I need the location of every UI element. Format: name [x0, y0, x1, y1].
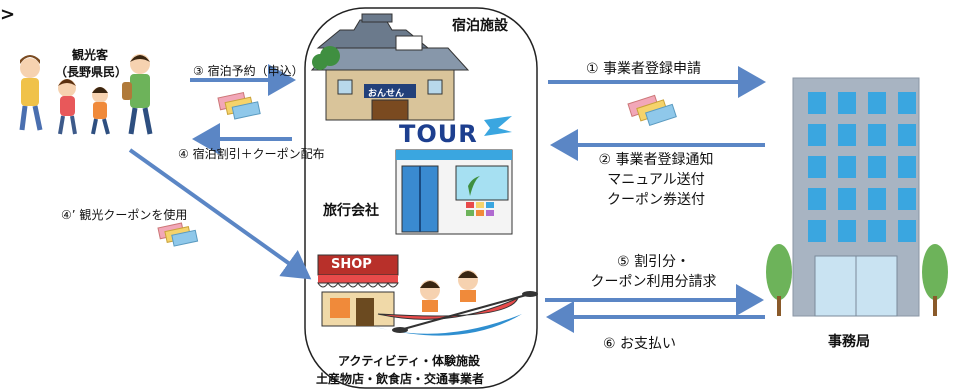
tourists-label-line1: 観光客: [71, 48, 108, 62]
office-window: [808, 188, 826, 210]
step3-label: ③ 宿泊予約（申込）: [193, 64, 304, 78]
office-window: [868, 124, 886, 146]
shop-illustration: [317, 254, 399, 327]
office-window: [868, 188, 886, 210]
shop-sign: SHOP: [331, 257, 372, 272]
office-window: [898, 124, 916, 146]
step4b-label: ④’ 観光クーポンを使用: [61, 208, 188, 222]
tourists-illustration: [19, 54, 153, 135]
office-window: [898, 156, 916, 178]
travel-agency-illustration: [395, 116, 513, 235]
step5-label: ⑤ 割引分・ クーポン利用分請求: [566, 252, 741, 292]
step6-label: ⑥ お支払い: [603, 336, 677, 352]
office-window: [868, 156, 886, 178]
office-window: [838, 124, 856, 146]
tree-right: [922, 244, 948, 316]
office-window: [838, 188, 856, 210]
step5-label-line1: ⑤ 割引分・: [616, 254, 690, 270]
coupon-tickets-right: [627, 94, 677, 126]
office-window: [808, 124, 826, 146]
step2-label: ② 事業者登録通知 マニュアル送付 クーポン券送付: [570, 150, 742, 210]
activity-label-line1: アクティビティ・体験施設: [338, 354, 480, 368]
activity-label-line2: 土産物店・飲食店・交通事業者: [316, 372, 485, 386]
tourists-label: 観光客 （長野県民）: [55, 46, 128, 80]
office-window: [898, 92, 916, 114]
office-window: [838, 220, 856, 242]
office-window: [808, 156, 826, 178]
step1-label: ① 事業者登録申請: [586, 61, 702, 77]
kayak-illustration: [372, 270, 538, 336]
facilities-frame: [304, 7, 538, 389]
office-window: [808, 92, 826, 114]
onsen-sign: おんせん: [368, 89, 405, 99]
office-windows: [808, 92, 916, 242]
office-window: [838, 92, 856, 114]
office-window: [838, 156, 856, 178]
lodging-label: 宿泊施設: [452, 18, 508, 34]
step5-label-line2: クーポン利用分請求: [590, 274, 717, 290]
coupon-tickets-left: [217, 92, 261, 120]
office-window: [898, 188, 916, 210]
office-window: [898, 220, 916, 242]
step2-label-line3: クーポン券送付: [607, 192, 705, 208]
office-window: [868, 92, 886, 114]
travel-agency-label: 旅行会社: [323, 203, 379, 219]
onsen-inn-illustration: [310, 13, 470, 121]
tour-sign: TOUR: [399, 120, 478, 148]
office-label: 事務局: [828, 334, 870, 350]
tourists-label-line2: （長野県民）: [55, 65, 128, 79]
office-window: [868, 220, 886, 242]
office-window: [808, 220, 826, 242]
tree-left: [766, 244, 792, 316]
arrow-step4b: [128, 148, 312, 280]
step4-label: ④ 宿泊割引＋クーポン配布: [178, 147, 325, 161]
step2-label-line1: ② 事業者登録通知: [598, 152, 714, 168]
step2-label-line2: マニュアル送付: [607, 172, 705, 188]
corner-mark: >: [0, 4, 16, 25]
coupon-tickets-middle: [157, 222, 199, 247]
